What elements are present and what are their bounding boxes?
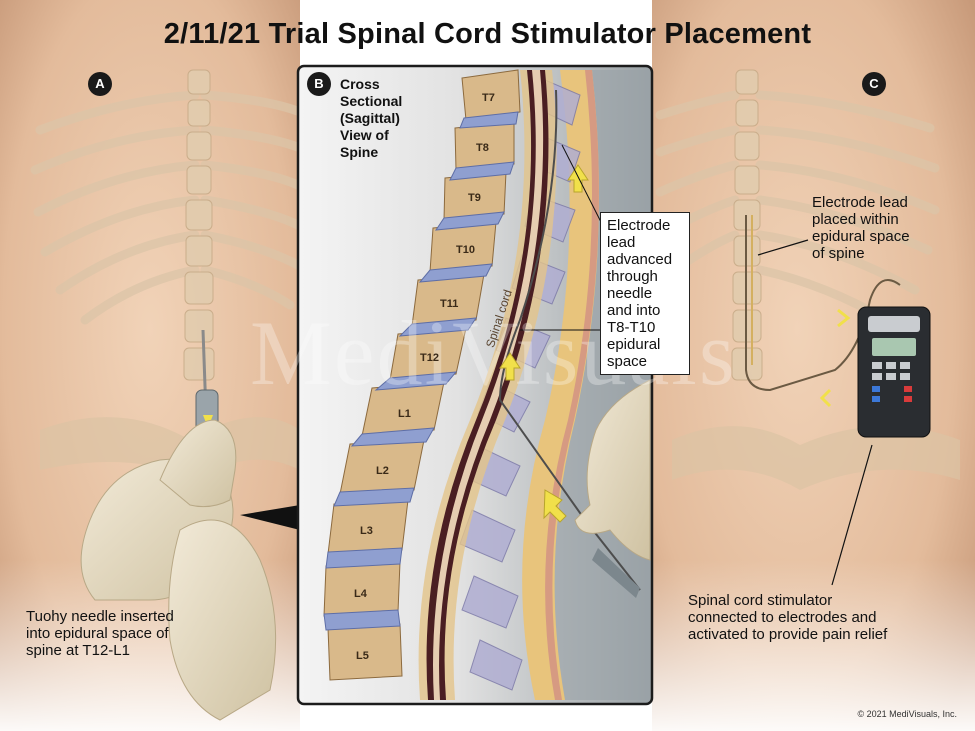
callout-line: through: [607, 268, 658, 285]
caption-line: of spine: [812, 245, 865, 262]
stimulator-device: [857, 306, 931, 438]
vertebra-label: T12: [420, 352, 439, 364]
tuohy-needle-caption: Tuohy needle inserted into epidural spac…: [26, 608, 174, 659]
callout-line: T8-T10: [607, 319, 656, 336]
vertebra-label: L4: [354, 588, 367, 600]
vertebra-label: T8: [476, 142, 489, 154]
caption-line: Electrode lead: [812, 194, 908, 211]
caption-line: connected to electrodes and: [688, 609, 877, 626]
heading-line: Sectional: [340, 93, 403, 109]
electrode-lead-caption: Electrode lead placed within epidural sp…: [812, 194, 910, 262]
vertebra-label: L5: [356, 650, 369, 662]
heading-line: View of: [340, 127, 389, 143]
panel-b-cross-section: [296, 64, 654, 706]
caption-line: spine at T12-L1: [26, 642, 130, 659]
heading-line: Cross: [340, 76, 380, 92]
callout-line: epidural: [607, 336, 661, 353]
caption-line: Spinal cord stimulator: [688, 592, 833, 609]
heading-line: Spine: [340, 144, 379, 160]
callout-line: space: [607, 353, 648, 370]
cross-section-heading: Cross Sectional (Sagittal) View of Spine: [340, 76, 402, 161]
vertebra-label: L2: [376, 465, 389, 477]
panel-c-back: [652, 0, 975, 731]
vertebral-bodies: [323, 69, 521, 681]
callout-line: and into: [607, 302, 661, 319]
vertebra-label: L1: [398, 408, 411, 420]
vertebra-label: T9: [468, 192, 481, 204]
heading-line: (Sagittal): [340, 110, 400, 126]
panel-b-badge: B: [307, 72, 331, 96]
vertebra-label: T10: [456, 244, 475, 256]
stimulator-caption: Spinal cord stimulator connected to elec…: [688, 592, 887, 643]
callout-line: Electrode: [607, 217, 671, 234]
caption-line: placed within: [812, 211, 899, 228]
vertebra-label: T7: [482, 92, 495, 104]
caption-line: Tuohy needle inserted: [26, 608, 174, 625]
panel-c-badge: C: [862, 72, 886, 96]
callout-line: needle: [607, 285, 653, 302]
caption-line: into epidural space of: [26, 625, 169, 642]
callout-line: lead: [607, 234, 636, 251]
panel-a-badge: A: [88, 72, 112, 96]
caption-line: epidural space: [812, 228, 910, 245]
electrode-advance-callout: Electrode lead advanced through needle a…: [600, 212, 690, 375]
copyright: © 2021 MediVisuals, Inc.: [857, 709, 957, 719]
callout-line: advanced: [607, 251, 673, 268]
caption-line: activated to provide pain relief: [688, 626, 888, 643]
vertebra-label: T11: [440, 298, 459, 310]
vertebra-label: L3: [360, 525, 373, 537]
panel-a-back: [0, 0, 305, 731]
page-title: 2/11/21 Trial Spinal Cord Stimulator Pla…: [163, 18, 812, 50]
